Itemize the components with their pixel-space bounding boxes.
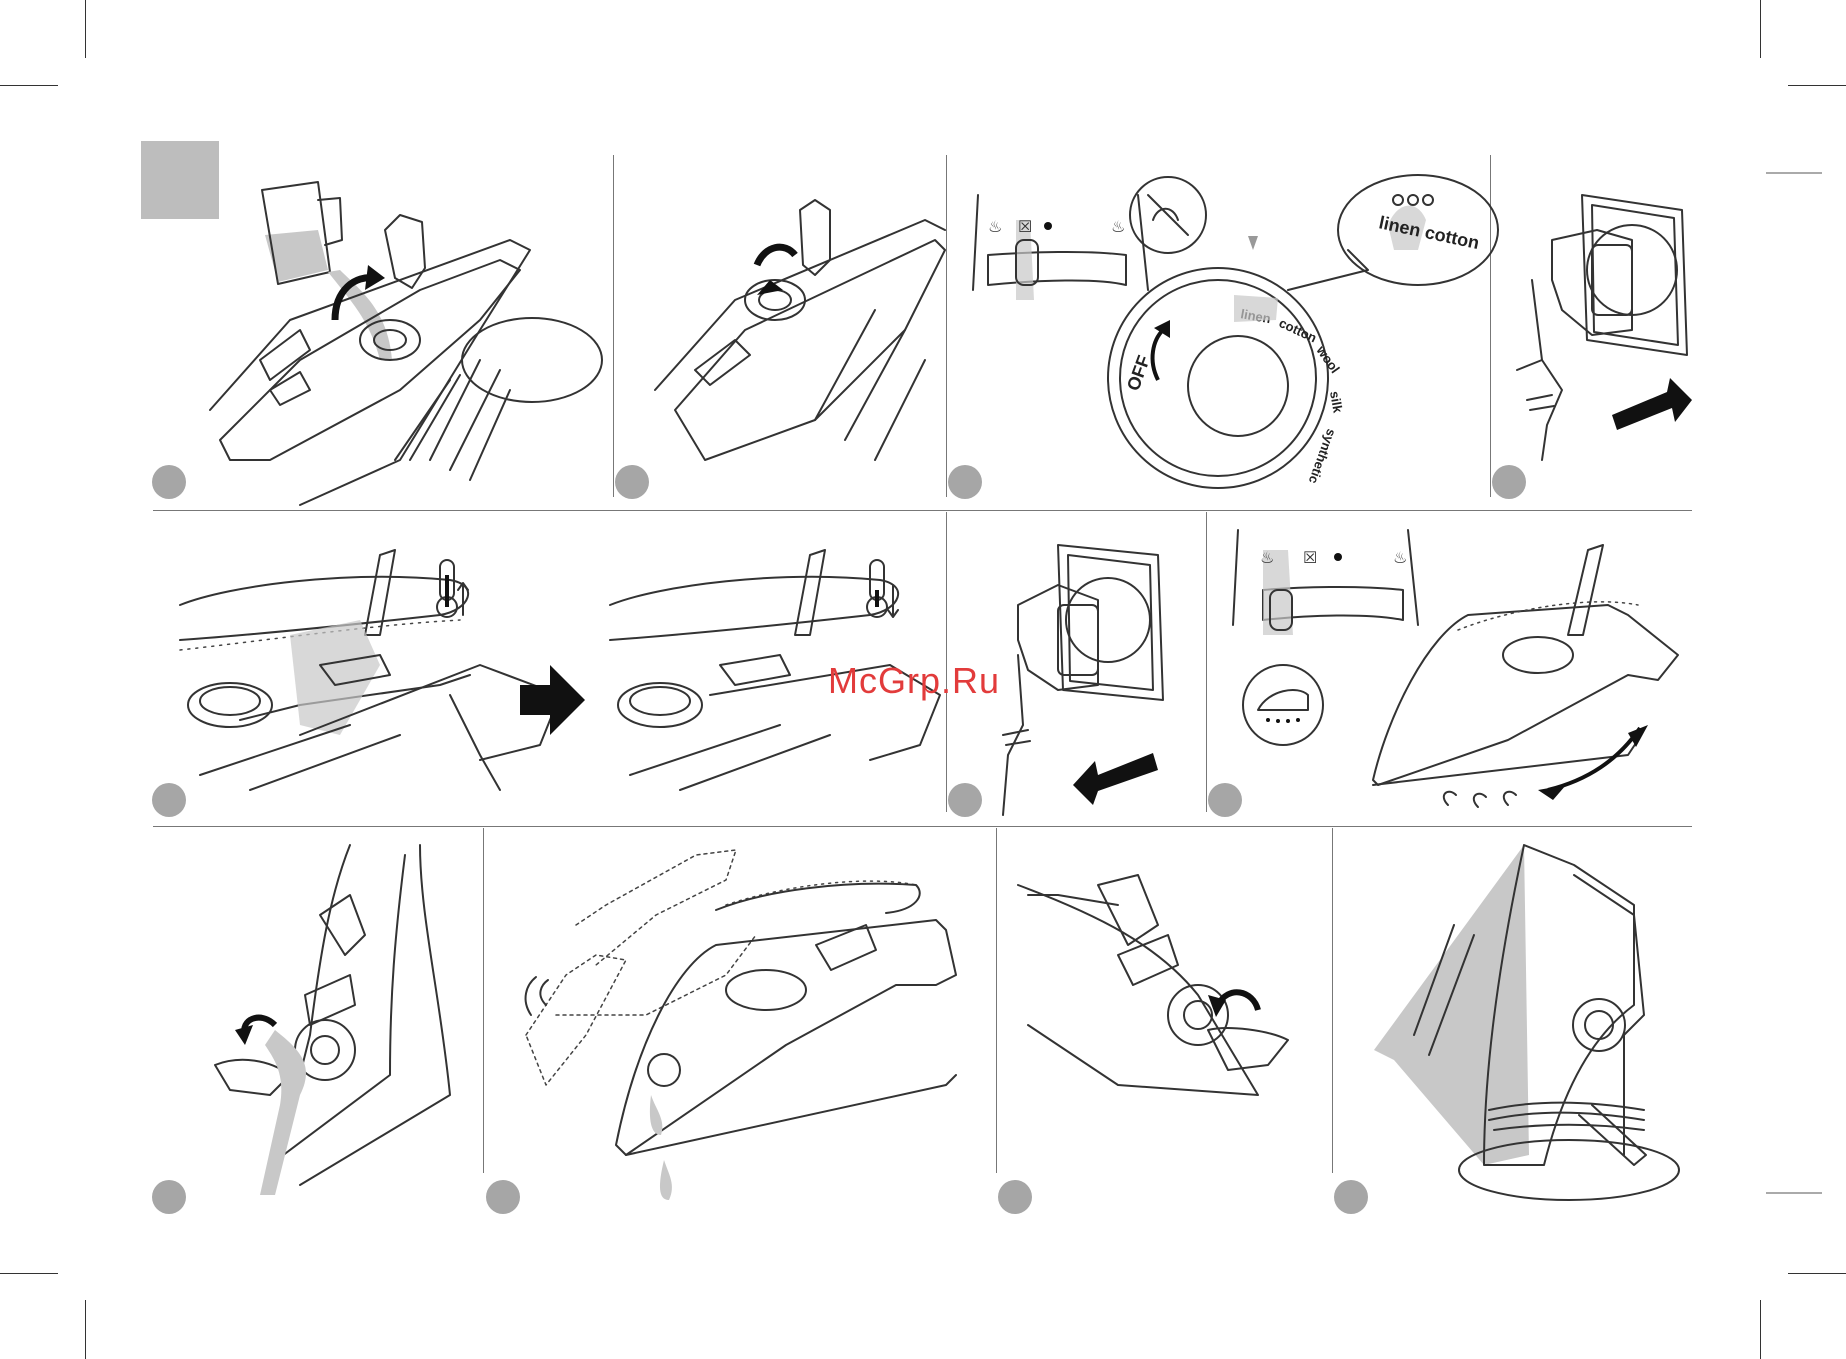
empty-tank-illustration: [150, 835, 480, 1205]
dial-ring-label: wool: [1313, 342, 1343, 376]
close-flap-illustration: [998, 835, 1330, 1205]
panel-fill-water: [150, 160, 610, 505]
thermostat-illustration: ♨ ☒ ♨ OFF linen cotton wool silk synthet…: [948, 160, 1488, 505]
panel-store-iron: [1334, 835, 1714, 1205]
arrow-right-icon: [520, 665, 585, 735]
crop-mark: [85, 0, 86, 58]
dial-ring-label: silk: [1327, 390, 1346, 415]
dial-zoom-label: linen cotton: [1377, 212, 1481, 253]
col-divider: [996, 828, 997, 1173]
crop-mark: [1788, 85, 1846, 86]
arrow-right-icon: [1612, 378, 1692, 430]
shake-icon: [526, 977, 548, 1015]
panel-shot-of-steam: [150, 525, 945, 815]
arrow-left-icon: [1073, 753, 1158, 805]
svg-text:♨: ♨: [988, 219, 1002, 236]
measuring-cup-icon: [262, 182, 342, 284]
step-number-dot: [152, 783, 186, 817]
no-steam-icon: [1130, 177, 1206, 253]
step-number-dot: [948, 783, 982, 817]
steam-soleplate-icon: [1243, 665, 1323, 745]
crop-mark: [1760, 1300, 1761, 1359]
dial: OFF linen cotton wool silk synthetic: [1108, 268, 1346, 488]
step-number-dot: [615, 465, 649, 499]
step-number-dot: [486, 1180, 520, 1214]
callout-dial-zoom: linen cotton: [1288, 175, 1498, 290]
thermometer-down-icon: [867, 560, 898, 617]
col-divider: [1332, 828, 1333, 1173]
panel-plug-in: [1492, 160, 1702, 505]
store-iron-illustration: [1334, 835, 1714, 1205]
registration-mark: [1766, 1192, 1822, 1194]
panel-shake-drain: [486, 835, 994, 1205]
close-lid-illustration: [615, 160, 945, 505]
dial-off-label: OFF: [1123, 353, 1154, 394]
crop-mark: [1788, 1273, 1846, 1274]
crop-mark: [85, 1300, 86, 1359]
shake-drain-illustration: [486, 835, 994, 1205]
svg-text:☒: ☒: [1303, 550, 1317, 567]
panel-close-flap: [998, 835, 1330, 1205]
row-divider: [153, 510, 1692, 511]
callout-bubble: [395, 318, 602, 460]
fill-water-illustration: [150, 160, 610, 505]
registration-mark: [1766, 172, 1822, 174]
steam-slider: ♨ ☒ ♨: [973, 195, 1148, 300]
svg-text:♨: ♨: [1393, 550, 1407, 567]
panel-vertical-steam: ♨ ☒ ♨: [1208, 515, 1708, 815]
plug-in-illustration: [1492, 160, 1702, 505]
svg-text:♨: ♨: [1111, 219, 1125, 236]
step-number-dot: [1492, 465, 1526, 499]
step-number-dot: [152, 465, 186, 499]
svg-text:♨: ♨: [1260, 550, 1274, 567]
step-number-dot: [152, 1180, 186, 1214]
step-number-dot: [1334, 1180, 1368, 1214]
crop-mark: [0, 1273, 58, 1274]
watermark: McGrp.Ru: [828, 660, 1000, 702]
svg-text:☒: ☒: [1018, 219, 1032, 236]
crop-mark: [1760, 0, 1761, 58]
row-divider: [153, 826, 1692, 827]
vertical-steam-illustration: ♨ ☒ ♨: [1208, 515, 1708, 815]
shot-of-steam-illustration: [150, 525, 945, 815]
col-divider: [946, 155, 947, 497]
crop-mark: [0, 85, 58, 86]
cord-wrap-icon: [1459, 1140, 1679, 1200]
panel-set-thermostat: ♨ ☒ ♨ OFF linen cotton wool silk synthet…: [948, 160, 1488, 505]
col-divider: [483, 828, 484, 1173]
panel-close-lid: [615, 160, 945, 505]
step-number-dot: [998, 1180, 1032, 1214]
thermometer-up-icon: [437, 560, 468, 617]
panel-empty-tank: [150, 835, 480, 1205]
step-number-dot: [1208, 783, 1242, 817]
col-divider: [1206, 512, 1207, 812]
step-number-dot: [948, 465, 982, 499]
col-divider: [613, 155, 614, 497]
